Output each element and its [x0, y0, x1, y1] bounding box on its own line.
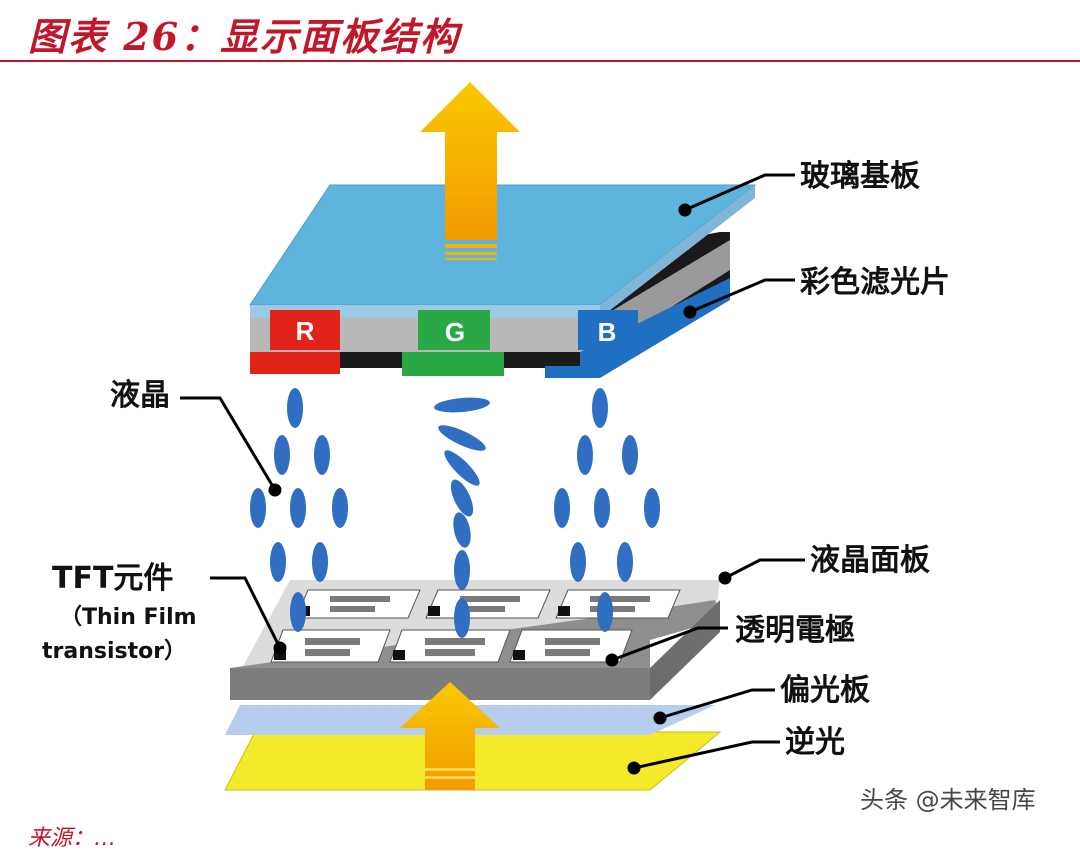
label-transparent-electrode: 透明電極 [735, 613, 855, 648]
label-tft-full-line1: （Thin Film [60, 605, 197, 630]
filter-g-letter: G [445, 317, 465, 347]
label-polarizer: 偏光板 [780, 673, 870, 708]
label-color-filter: 彩色滤光片 [800, 265, 950, 300]
source-note: 来源：… [28, 826, 117, 851]
label-backlight: 逆光 [785, 725, 845, 760]
filter-r-letter: R [296, 316, 315, 346]
panel-structure-diagram: R G B [42, 82, 950, 791]
filter-r-block [250, 310, 340, 374]
leader-lines [180, 173, 805, 775]
title-rule [0, 60, 1080, 62]
label-liquid-crystal: 液晶 [110, 378, 170, 413]
label-tft-full-line2: transistor） [42, 639, 186, 664]
filter-b-block [578, 310, 638, 350]
figure-title: 图表 26：显示面板结构 [28, 14, 461, 59]
filter-g-block [402, 310, 504, 376]
label-lc-panel: 液晶面板 [810, 543, 930, 578]
light-input-arrow [400, 682, 500, 790]
light-output-arrow [420, 82, 520, 260]
label-glass-substrate: 玻璃基板 [800, 159, 920, 194]
watermark: 头条 @未来智库 [860, 786, 1036, 814]
label-tft-component: TFT元件 [52, 561, 173, 596]
liquid-crystal-molecules [250, 388, 660, 638]
filter-b-letter: B [598, 317, 617, 347]
